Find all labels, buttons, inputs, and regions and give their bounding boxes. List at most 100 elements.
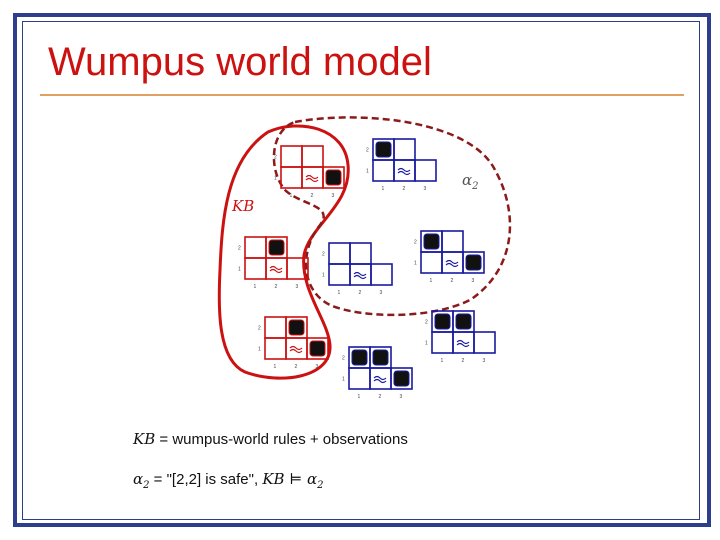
y-tick-label: 2 <box>366 148 369 154</box>
x-tick-label: 2 <box>462 358 465 364</box>
pit-icon <box>393 370 410 387</box>
y-tick-label: 2 <box>274 155 277 161</box>
breeze-icon <box>353 274 367 280</box>
slide-title: Wumpus world model <box>48 40 432 84</box>
pit-icon <box>423 233 440 250</box>
grid-cell <box>328 242 351 265</box>
grid-cell <box>244 257 267 280</box>
breeze-icon <box>445 262 459 268</box>
breeze-icon <box>305 177 319 183</box>
x-tick-label: 1 <box>358 394 361 400</box>
breeze-icon <box>445 259 459 265</box>
x-tick-label: 3 <box>296 284 299 290</box>
x-tick-label: 1 <box>338 290 341 296</box>
y-tick-label: 1 <box>414 261 417 267</box>
pit-icon <box>434 313 451 330</box>
alpha2-definition: α2 = "[2,2] is safe", KB ⊨ α2 <box>133 470 324 491</box>
grid-cell <box>370 263 393 286</box>
x-tick-label: 1 <box>290 193 293 199</box>
x-tick-label: 1 <box>441 358 444 364</box>
y-tick-label: 2 <box>238 246 241 252</box>
breeze-icon <box>269 268 283 274</box>
y-tick-label: 1 <box>425 341 428 347</box>
grid-cell <box>473 331 496 354</box>
breeze-icon <box>456 342 470 348</box>
model-grid: 1 2 3 1 2 <box>366 138 437 192</box>
grid-cell <box>348 367 371 390</box>
grid-cell <box>306 337 329 360</box>
x-tick-label: 3 <box>332 193 335 199</box>
y-tick-label: 1 <box>342 377 345 383</box>
grid-cell <box>431 331 454 354</box>
grid-cell <box>264 337 287 360</box>
kb-symbol-2: KB <box>262 470 285 488</box>
grid-cell <box>322 166 345 189</box>
x-tick-label: 3 <box>400 394 403 400</box>
grid-cell <box>441 230 464 253</box>
kb-region-outline <box>217 124 350 380</box>
grid-cell <box>286 257 309 280</box>
x-tick-label: 3 <box>316 364 319 370</box>
breeze-icon <box>289 348 303 354</box>
y-tick-label: 2 <box>258 326 261 332</box>
y-tick-label: 2 <box>322 252 325 258</box>
grid-cell <box>280 166 303 189</box>
grid-cell <box>301 145 324 168</box>
grid-cell <box>280 145 303 168</box>
grid-cell <box>244 236 267 259</box>
x-tick-label: 2 <box>311 193 314 199</box>
y-tick-label: 1 <box>366 169 369 175</box>
x-tick-label: 2 <box>295 364 298 370</box>
pit-icon <box>268 239 285 256</box>
grid-cell <box>390 367 413 390</box>
grid-cell <box>462 251 485 274</box>
y-tick-label: 2 <box>342 356 345 362</box>
x-tick-label: 2 <box>275 284 278 290</box>
grid-cell <box>328 263 351 286</box>
alpha2-symbol-2: α <box>306 470 318 488</box>
x-tick-label: 2 <box>451 278 454 284</box>
breeze-icon <box>397 167 411 173</box>
grid-cell <box>420 251 443 274</box>
slide-inner-frame <box>22 21 700 520</box>
not-entails-symbol: ⊨ <box>284 470 307 488</box>
pit-icon <box>372 349 389 366</box>
pit-icon <box>309 340 326 357</box>
x-tick-label: 1 <box>430 278 433 284</box>
breeze-icon <box>269 265 283 271</box>
kb-symbol: KB <box>133 430 156 448</box>
kb-definition: KB = wumpus-world rules + observations <box>133 430 408 448</box>
grid-cell <box>264 316 287 339</box>
x-tick-label: 3 <box>424 186 427 192</box>
x-tick-label: 2 <box>403 186 406 192</box>
pit-icon <box>465 254 482 271</box>
x-tick-label: 3 <box>380 290 383 296</box>
kb-label: KB <box>231 197 254 215</box>
alpha2-definition-text: = "[2,2] is safe", <box>149 471 263 488</box>
pit-icon <box>325 169 342 186</box>
x-tick-label: 1 <box>382 186 385 192</box>
breeze-icon <box>456 339 470 345</box>
title-underline <box>40 94 684 96</box>
breeze-icon <box>373 378 387 384</box>
alpha2-symbol: α <box>133 470 144 488</box>
x-tick-label: 1 <box>254 284 257 290</box>
y-tick-label: 2 <box>425 320 428 326</box>
x-tick-label: 2 <box>359 290 362 296</box>
breeze-icon <box>353 271 367 277</box>
pit-icon <box>288 319 305 336</box>
y-tick-label: 1 <box>258 347 261 353</box>
breeze-icon <box>397 170 411 176</box>
pit-icon <box>351 349 368 366</box>
pit-icon <box>455 313 472 330</box>
slide-outer-frame <box>13 13 711 527</box>
x-tick-label: 3 <box>472 278 475 284</box>
alpha2-subscript-2: 2 <box>317 480 324 491</box>
